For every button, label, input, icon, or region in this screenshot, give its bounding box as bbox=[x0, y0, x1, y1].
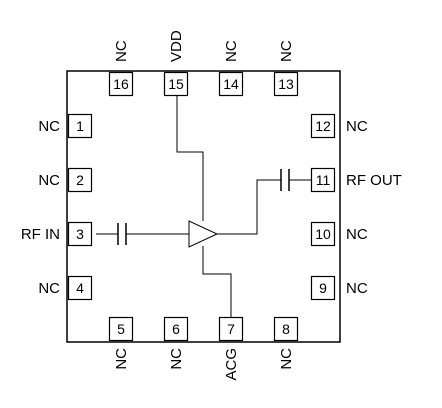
pin-5: 5NC bbox=[108, 316, 134, 370]
pin-4-number: 4 bbox=[76, 280, 84, 296]
pin-11-pad bbox=[310, 167, 336, 193]
pin-13-label: NC bbox=[278, 40, 295, 62]
pin-16-pad bbox=[108, 71, 134, 97]
pin-3-pad bbox=[67, 221, 93, 247]
pin-13: 13 NC bbox=[273, 40, 299, 97]
pin-12-pad bbox=[310, 113, 336, 139]
pin-1-label: NC bbox=[38, 118, 60, 135]
vdd-trace bbox=[176, 96, 204, 221]
pin-2: 2 NC bbox=[38, 167, 93, 193]
acg-trace bbox=[202, 246, 232, 318]
pin-3-label: RF IN bbox=[21, 226, 60, 243]
pin-7-label: ACG bbox=[223, 348, 240, 381]
pin-6-label: NC bbox=[168, 348, 185, 370]
pin-8: 8NC bbox=[273, 316, 299, 370]
pin-16-label: NC bbox=[113, 40, 130, 62]
pin-5-pad bbox=[108, 316, 134, 342]
pin-9: 9 NC bbox=[310, 275, 368, 301]
pin-10-number: 10 bbox=[315, 226, 331, 242]
pin-4-label: NC bbox=[38, 280, 60, 297]
pin-14-number: 14 bbox=[223, 76, 239, 92]
pin-5-number: 5 bbox=[117, 321, 125, 337]
pin-15-pad bbox=[163, 71, 189, 97]
pin-13-number: 13 bbox=[278, 76, 294, 92]
pin-1-number: 1 bbox=[76, 118, 84, 134]
pin-8-label: NC bbox=[278, 348, 295, 370]
pin-3: 3 RF IN bbox=[21, 221, 93, 247]
pin-3-number: 3 bbox=[76, 226, 84, 242]
pin-9-label: NC bbox=[346, 280, 368, 297]
pin-14-pad bbox=[218, 71, 244, 97]
pin-10-label: NC bbox=[346, 226, 368, 243]
pin-7-number: 7 bbox=[227, 321, 235, 337]
pin-15-number: 15 bbox=[168, 76, 184, 92]
pin-1: 1 NC bbox=[38, 113, 93, 139]
pin-15: 15 VDD bbox=[163, 30, 189, 97]
pin-11: 11 RF OUT bbox=[310, 167, 402, 193]
pin-12: 12 NC bbox=[310, 113, 368, 139]
pin-11-number: 11 bbox=[316, 172, 331, 188]
pin-2-number: 2 bbox=[76, 172, 84, 188]
pin-5-label: NC bbox=[113, 348, 130, 370]
pin-4-pad bbox=[67, 275, 93, 301]
pin-11-label: RF OUT bbox=[346, 172, 402, 189]
pin-6-number: 6 bbox=[172, 321, 180, 337]
pin-7-pad bbox=[218, 316, 244, 342]
pin-4: 4 NC bbox=[38, 275, 93, 301]
pin-16: 16 NC bbox=[108, 40, 134, 97]
pin-12-label: NC bbox=[346, 118, 368, 135]
pin-9-number: 9 bbox=[319, 280, 327, 296]
pin-12-number: 12 bbox=[315, 118, 331, 134]
pin-13-pad bbox=[273, 71, 299, 97]
amplifier-symbol bbox=[188, 220, 219, 248]
pin-14: 14 NC bbox=[218, 40, 244, 97]
rf-out-trace-a bbox=[217, 179, 281, 235]
pin-1-pad bbox=[67, 113, 93, 139]
pin-15-label: VDD bbox=[168, 30, 185, 62]
pin-2-label: NC bbox=[38, 172, 60, 189]
pin-8-number: 8 bbox=[282, 321, 290, 337]
pin-14-label: NC bbox=[223, 40, 240, 62]
pin-6-pad bbox=[163, 316, 189, 342]
pin-10-pad bbox=[310, 221, 336, 247]
pin-10: 10 NC bbox=[310, 221, 368, 247]
pin-8-pad bbox=[273, 316, 299, 342]
pin-2-pad bbox=[67, 167, 93, 193]
pin-16-number: 16 bbox=[113, 76, 129, 92]
pin-9-pad bbox=[310, 275, 336, 301]
pin-6: 6NC bbox=[163, 316, 189, 370]
